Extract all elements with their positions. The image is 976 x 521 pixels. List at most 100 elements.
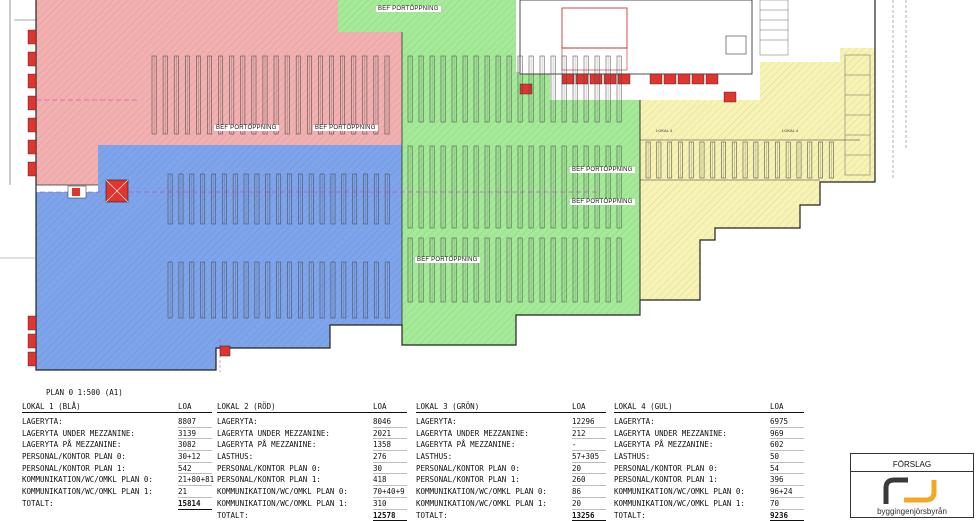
opening-label: BEF PORTÖPPNING — [313, 125, 378, 131]
schedule-total-row: TOTALT: 9236 — [614, 510, 804, 521]
schedule-row: PERSONAL/KONTOR PLAN 1:418 — [217, 474, 407, 486]
wall-unit — [28, 140, 36, 154]
row-value: 276 — [373, 451, 407, 463]
row-value: 212 — [572, 428, 606, 440]
wall-unit — [28, 334, 36, 348]
wall-unit — [28, 352, 36, 366]
row-label: LAGERYTA PÅ MEZZANINE: — [614, 439, 713, 451]
schedule-row: PERSONAL/KONTOR PLAN 0:30+12 — [22, 451, 212, 463]
loading-dock — [678, 74, 690, 84]
wall-unit — [28, 52, 36, 66]
row-value: 70+40+9 — [373, 486, 407, 498]
row-value: 12296 — [572, 416, 606, 428]
row-value: 12578 — [373, 510, 407, 521]
row-label: KOMMUNIKATION/WC/OMKL PLAN 1: — [22, 486, 153, 498]
row-label: LAGERYTA: — [22, 416, 63, 428]
schedule-total-row: TOTALT:15814 — [22, 498, 212, 510]
schedule-title: LOKAL 2 (RÖD) — [217, 402, 276, 411]
row-value: 8046 — [373, 416, 407, 428]
schedule-row: LAGERYTA: 6975 — [614, 416, 804, 428]
schedule-header: LOKAL 4 (GUL)LOA — [614, 402, 804, 413]
schedule-row: KOMMUNIKATION/WC/OMKL PLAN 1: 70 — [614, 498, 804, 510]
row-label: LASTHUS: — [614, 451, 650, 463]
row-label: LASTHUS: — [217, 451, 253, 463]
loading-dock — [706, 74, 718, 84]
wall-unit — [28, 316, 36, 330]
title-block: FÖRSLAG byggingenjörsbyrån — [850, 453, 974, 518]
row-value: 30 — [373, 463, 407, 475]
row-label: LAGERYTA UNDER MEZZANINE: — [614, 428, 727, 440]
company-name: byggingenjörsbyrån — [851, 507, 973, 516]
zone-label-lokal-4: LOKAL 4 — [656, 128, 672, 133]
schedule-row: LASTHUS: 50 — [614, 451, 804, 463]
schedule-row: KOMMUNIKATION/WC/OMKL PLAN 1:21 — [22, 486, 212, 498]
loading-dock — [520, 84, 532, 94]
row-value: 20 — [572, 498, 606, 510]
opening-label: BEF PORTÖPPNING — [376, 6, 441, 12]
row-label: PERSONAL/KONTOR PLAN 0: — [217, 463, 321, 475]
wall-unit — [28, 96, 36, 110]
schedule-row: LAGERYTA: 8046 — [217, 416, 407, 428]
opening-label: BEF PORTÖPPNING — [570, 167, 635, 173]
schedule-row: LASTHUS: 276 — [217, 451, 407, 463]
row-label: PERSONAL/KONTOR PLAN 1: — [614, 474, 718, 486]
schedule-row: LAGERYTA PÅ MEZZANINE:- — [416, 439, 606, 451]
row-value: 54 — [770, 463, 804, 475]
schedule-row: KOMMUNIKATION/WC/OMKL PLAN 1:310 — [217, 498, 407, 510]
row-label: KOMMUNIKATION/WC/OMKL PLAN 0: — [22, 474, 153, 486]
row-label: LAGERYTA UNDER MEZZANINE: — [22, 428, 135, 440]
wall-unit — [28, 118, 36, 132]
row-value: 30+12 — [178, 451, 212, 463]
schedule-row: LAGERYTA:12296 — [416, 416, 606, 428]
loading-dock — [664, 74, 676, 84]
row-value: 57+305 — [572, 451, 606, 463]
row-value: 8807 — [178, 416, 212, 428]
schedule-title: LOKAL 3 (GRÖN) — [416, 402, 479, 411]
opening-label: BEF PORTÖPPNING — [214, 125, 279, 131]
row-label: LAGERYTA PÅ MEZZANINE: — [22, 439, 121, 451]
zone-label-lokal-4: LOKAL 4 — [782, 128, 798, 133]
row-value: 9236 — [770, 510, 804, 521]
schedule-total-row: TOTALT:13256 — [416, 510, 606, 521]
row-value: 50 — [770, 451, 804, 463]
row-label: PERSONAL/KONTOR PLAN 1: — [217, 474, 321, 486]
row-value: 396 — [770, 474, 804, 486]
row-label: TOTALT: — [217, 510, 249, 521]
loading-dock — [590, 74, 602, 84]
row-value: 542 — [178, 463, 212, 475]
row-label: LAGERYTA: — [614, 416, 655, 428]
loading-dock — [692, 74, 704, 84]
row-value: 260 — [572, 474, 606, 486]
row-label: KOMMUNIKATION/WC/OMKL PLAN 0: — [217, 486, 348, 498]
schedule-row: PERSONAL/KONTOR PLAN 0: 30 — [217, 463, 407, 475]
row-value: 21+80+81 — [178, 474, 212, 486]
row-value: 2021 — [373, 428, 407, 440]
row-label: PERSONAL/KONTOR PLAN 1: — [416, 474, 520, 486]
row-value: 6975 — [770, 416, 804, 428]
row-label: KOMMUNIKATION/WC/OMKL PLAN 0: — [416, 486, 547, 498]
row-label: LAGERYTA UNDER MEZZANINE: — [416, 428, 529, 440]
loading-building — [520, 0, 752, 74]
row-label: TOTALT: — [416, 510, 448, 521]
row-value: 70 — [770, 498, 804, 510]
schedule-unit: LOA — [373, 402, 407, 411]
schedule-header: LOKAL 2 (RÖD) LOA — [217, 402, 407, 413]
row-label: LAGERYTA: — [217, 416, 258, 428]
schedule-row: LAGERYTA UNDER MEZZANINE:3139 — [22, 428, 212, 440]
schedule-header: LOKAL 1 (BLÅ)LOA — [22, 402, 212, 413]
row-value: 96+24 — [770, 486, 804, 498]
plan-title: PLAN 0 1:500 (A1) — [46, 388, 123, 397]
schedule-row: KOMMUNIKATION/WC/OMKL PLAN 0: 21+80+81 — [22, 474, 212, 486]
row-label: TOTALT: — [22, 498, 54, 510]
schedule-header: LOKAL 3 (GRÖN)LOA — [416, 402, 606, 413]
schedule-row: PERSONAL/KONTOR PLAN 0:20 — [416, 463, 606, 475]
schedule-row: LAGERYTA UNDER MEZZANINE:2021 — [217, 428, 407, 440]
row-label: KOMMUNIKATION/WC/OMKL PLAN 1: — [614, 498, 745, 510]
wall-unit — [28, 74, 36, 88]
row-label: TOTALT: — [614, 510, 646, 521]
schedule-row: LAGERYTA PÅ MEZZANINE:602 — [614, 439, 804, 451]
status-label: FÖRSLAG — [851, 460, 973, 472]
